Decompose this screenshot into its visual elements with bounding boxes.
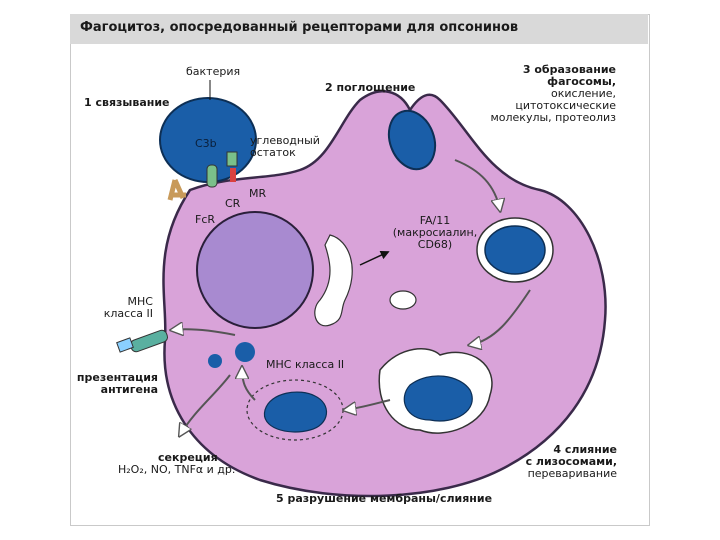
vesicle [389, 290, 417, 310]
c3b-label: C3b [195, 137, 217, 150]
step3-label: 3 образование фагосомы, окисление, цитот… [490, 63, 616, 124]
bacterium-label: бактерия [186, 65, 241, 78]
fa11-label: FA/11 (макросиалин, CD68) [392, 214, 478, 251]
receptors [167, 151, 238, 201]
diagram-title: Фагоцитоз, опосредованный рецепторами дл… [80, 20, 519, 35]
engulfed-bacterium [387, 109, 437, 171]
step4-label: 4 слияние с лизосомами, переваривание [525, 443, 617, 480]
step2-label: 2 поглощение [325, 81, 416, 94]
title-bar [70, 14, 648, 44]
step5-label: 5 разрушение мембраны/слияние [276, 492, 493, 505]
process-arrows [172, 159, 531, 435]
presentation-label: презентация антигена [76, 371, 158, 396]
mhc-surface-molecule [116, 329, 168, 353]
secretion-label: секреция H₂O₂, NO, TNFα и др. [118, 451, 236, 476]
cr-label: CR [225, 197, 241, 210]
golgi-apparatus [314, 234, 353, 327]
nucleus [196, 211, 314, 329]
mhc-vesicle [208, 354, 222, 368]
step1-label: 1 связывание [84, 96, 170, 109]
mr-label: MR [249, 187, 267, 200]
fa11-pointer [359, 250, 390, 266]
fcr-label: FcR [195, 213, 216, 226]
mhc-vesicle [235, 342, 255, 362]
mhc-class2-label: МНС класса II [103, 295, 153, 320]
mhc-inner-label: МНС класса II [266, 358, 345, 371]
